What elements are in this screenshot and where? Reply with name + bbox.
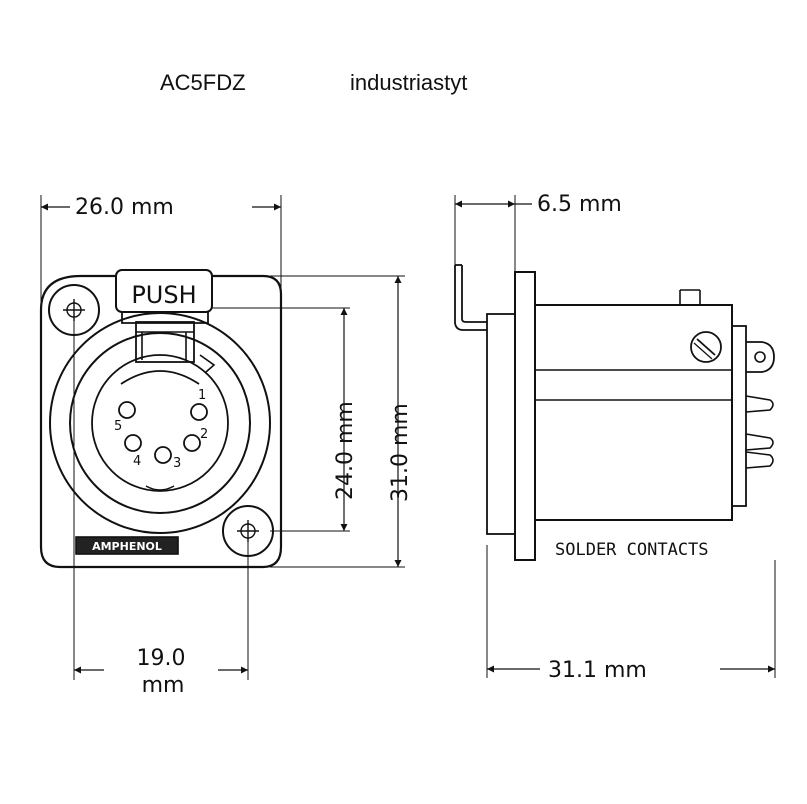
side-view: [454, 195, 776, 678]
solder-contacts-label: SOLDER CONTACTS: [555, 540, 709, 560]
side-flange: [514, 271, 536, 561]
solder-contact-2: [745, 433, 774, 451]
brand-plate: [75, 536, 179, 555]
pin-label-4: 4: [133, 454, 141, 469]
mounting-hole-top: [48, 284, 100, 336]
ground-tab: [746, 341, 775, 373]
pin-socket-5: [118, 401, 136, 419]
solder-contact-3: [745, 451, 774, 469]
pin-label-1: 1: [198, 388, 206, 403]
model-title: AC5FDZ: [160, 70, 246, 95]
side-body: [534, 304, 733, 521]
rear-plate: [731, 325, 747, 507]
key-notch: [120, 370, 200, 385]
pin-label-2: 2: [200, 427, 208, 442]
width-dimension: 26.0 mm: [75, 195, 174, 220]
mounting-hole-bottom: [222, 505, 274, 557]
flange-depth-dimension: 6.5 mm: [537, 192, 622, 217]
hole-spacing-value: 19.0: [137, 646, 186, 671]
supplier-title: industriastyt: [350, 70, 468, 95]
pin-socket-3: [154, 446, 172, 464]
middle-ring: [69, 332, 251, 514]
latch-lever: [454, 265, 487, 331]
inner-height-dimension: 24.0 mm: [333, 401, 358, 500]
outer-ring: [49, 312, 271, 534]
height-dimension: 31.0 mm: [388, 403, 413, 502]
front-nose: [486, 313, 516, 535]
latch-body: [135, 321, 195, 363]
pin-label-3: 3: [173, 456, 181, 471]
hole-spacing-unit: mm: [142, 673, 185, 698]
push-tab: [115, 269, 213, 313]
front-flange: [39, 274, 283, 569]
pin-socket-2: [183, 434, 201, 452]
total-length-dimension: 31.1 mm: [548, 658, 647, 683]
solder-contact-1: [745, 395, 774, 413]
insert-face: [91, 354, 229, 492]
pin-label-5: 5: [114, 419, 122, 434]
pin-socket-1: [190, 403, 208, 421]
front-view: [39, 195, 405, 680]
side-screw: [690, 331, 722, 363]
pin-socket-4: [124, 434, 142, 452]
push-label: PUSH: [131, 281, 196, 309]
brand-label: AMPHENOL: [92, 540, 162, 553]
